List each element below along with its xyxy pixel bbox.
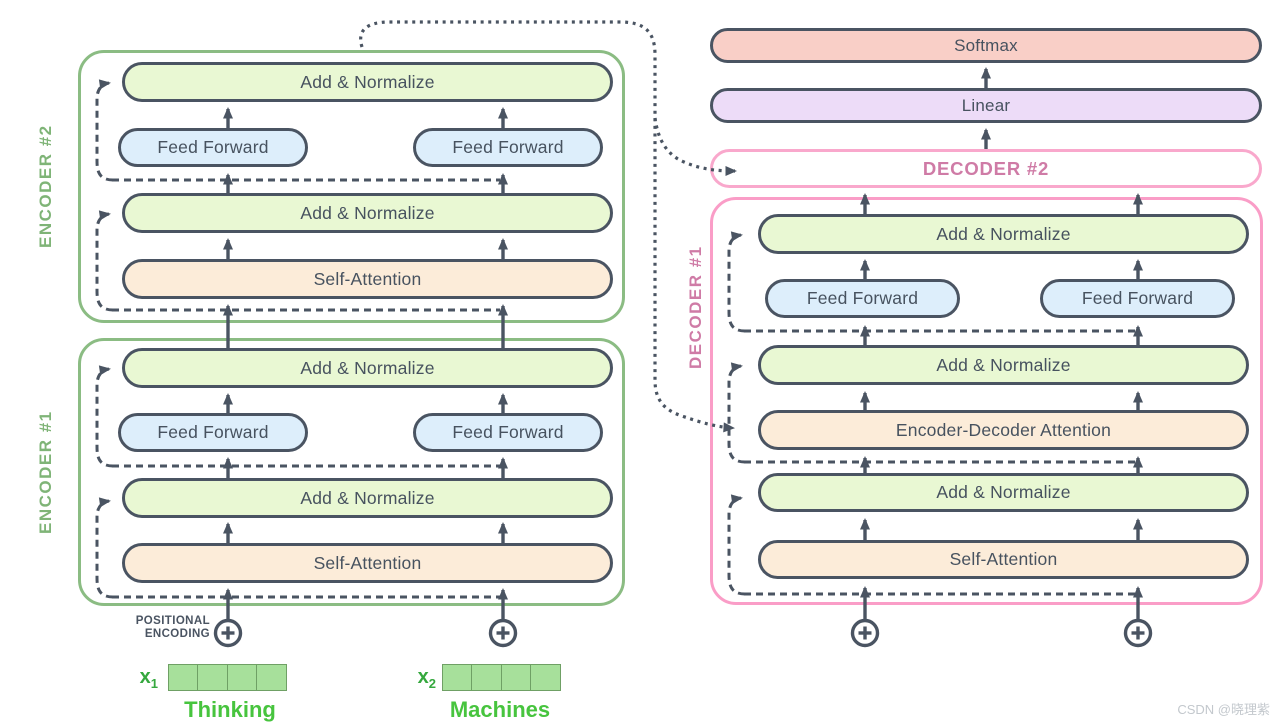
encoder1-add-normalize-bottom-pill: Add & Normalize <box>122 478 613 518</box>
encoder1-self-attention-pill: Self-Attention <box>122 543 613 583</box>
x1-label: x1 <box>118 666 158 691</box>
decoder1-add-normalize-top-pill: Add & Normalize <box>758 214 1249 254</box>
encoder2-self-attention-pill: Self-Attention <box>122 259 613 299</box>
encoder1-feed-forward-left-pill: Feed Forward <box>118 413 308 452</box>
positional-encoding-label: POSITIONAL ENCODING <box>98 615 210 641</box>
encoder2-add-normalize-bottom-pill: Add & Normalize <box>122 193 613 233</box>
linear-pill: Linear <box>710 88 1262 123</box>
word-machines: Machines <box>449 697 551 722</box>
encoder2-add-normalize-top-pill: Add & Normalize <box>122 62 613 102</box>
decoder1-encoder-decoder-attention-pill: Encoder-Decoder Attention <box>758 410 1249 450</box>
decoder1-feed-forward-right-pill: Feed Forward <box>1040 279 1235 318</box>
decoder1-feed-forward-left-pill: Feed Forward <box>765 279 960 318</box>
encoder2-feed-forward-left-pill: Feed Forward <box>118 128 308 167</box>
decoder1-self-attention-pill: Self-Attention <box>758 540 1249 579</box>
positional-add-icon <box>850 618 880 648</box>
embedding-cell <box>168 664 199 691</box>
embedding-cell <box>226 664 258 691</box>
positional-encoding-line1: POSITIONAL <box>135 615 210 627</box>
embedding-cell <box>471 664 503 691</box>
embedding-x2 <box>442 664 562 691</box>
embedding-cell <box>530 664 562 691</box>
encoder1-box <box>78 338 625 606</box>
encoder1-add-normalize-top-pill: Add & Normalize <box>122 348 613 388</box>
positional-add-icon <box>1123 618 1153 648</box>
decoder1-add-normalize-bottom-pill: Add & Normalize <box>758 473 1249 512</box>
watermark: CSDN @晓理紫 <box>1177 702 1270 717</box>
decoder1-label: DECODER #1 <box>686 245 705 369</box>
encoder1-feed-forward-right-pill: Feed Forward <box>413 413 603 452</box>
embedding-cell <box>500 664 532 691</box>
decoder2-pill: DECODER #2 <box>710 149 1262 188</box>
positional-add-icon <box>213 618 243 648</box>
x1-base: x <box>139 666 151 688</box>
word-thinking: Thinking <box>184 697 276 722</box>
x2-subscript: 2 <box>428 676 436 691</box>
x2-label: x2 <box>396 666 436 691</box>
embedding-cell <box>442 664 473 691</box>
x1-subscript: 1 <box>150 676 158 691</box>
softmax-pill: Softmax <box>710 28 1262 63</box>
decoder1-add-normalize-middle-pill: Add & Normalize <box>758 345 1249 385</box>
embedding-cell <box>197 664 229 691</box>
positional-add-icons <box>213 618 1153 648</box>
x2-base: x <box>417 666 429 688</box>
embedding-x1 <box>168 664 288 691</box>
positional-encoding-line2: ENCODING <box>144 628 210 640</box>
encoder1-label: ENCODER #1 <box>36 410 55 534</box>
encoder2-feed-forward-right-pill: Feed Forward <box>413 128 603 167</box>
positional-add-icon <box>488 618 518 648</box>
embedding-cell <box>256 664 288 691</box>
encoder2-label: ENCODER #2 <box>36 124 55 249</box>
